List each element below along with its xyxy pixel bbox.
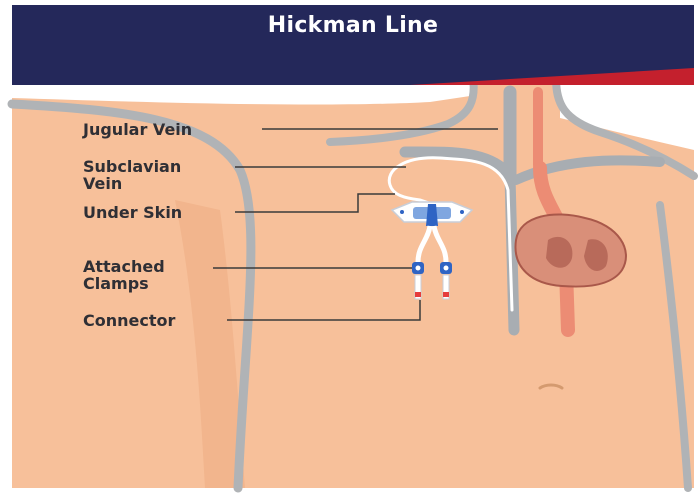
label-clamps-line1: Attached — [83, 258, 165, 275]
hub-rivet-left — [400, 210, 404, 214]
label-subclavian-line2: Vein — [83, 175, 181, 192]
label-subclavian-vein: Subclavian Vein — [83, 158, 181, 192]
page-title: Hickman Line — [12, 10, 694, 40]
label-connector: Connector — [83, 312, 175, 329]
clamp-right-hole — [444, 266, 449, 271]
connector-right-tip — [443, 292, 449, 297]
hub-cap — [426, 204, 438, 226]
label-subclavian-line1: Subclavian — [83, 158, 181, 175]
clamp-left-hole — [416, 266, 421, 271]
label-attached-clamps: Attached Clamps — [83, 258, 165, 292]
hub-rivet-right — [460, 210, 464, 214]
label-jugular-vein: Jugular Vein — [83, 121, 192, 138]
connector-left-tip — [415, 292, 421, 297]
label-under-skin: Under Skin — [83, 204, 182, 221]
label-clamps-line2: Clamps — [83, 275, 165, 292]
